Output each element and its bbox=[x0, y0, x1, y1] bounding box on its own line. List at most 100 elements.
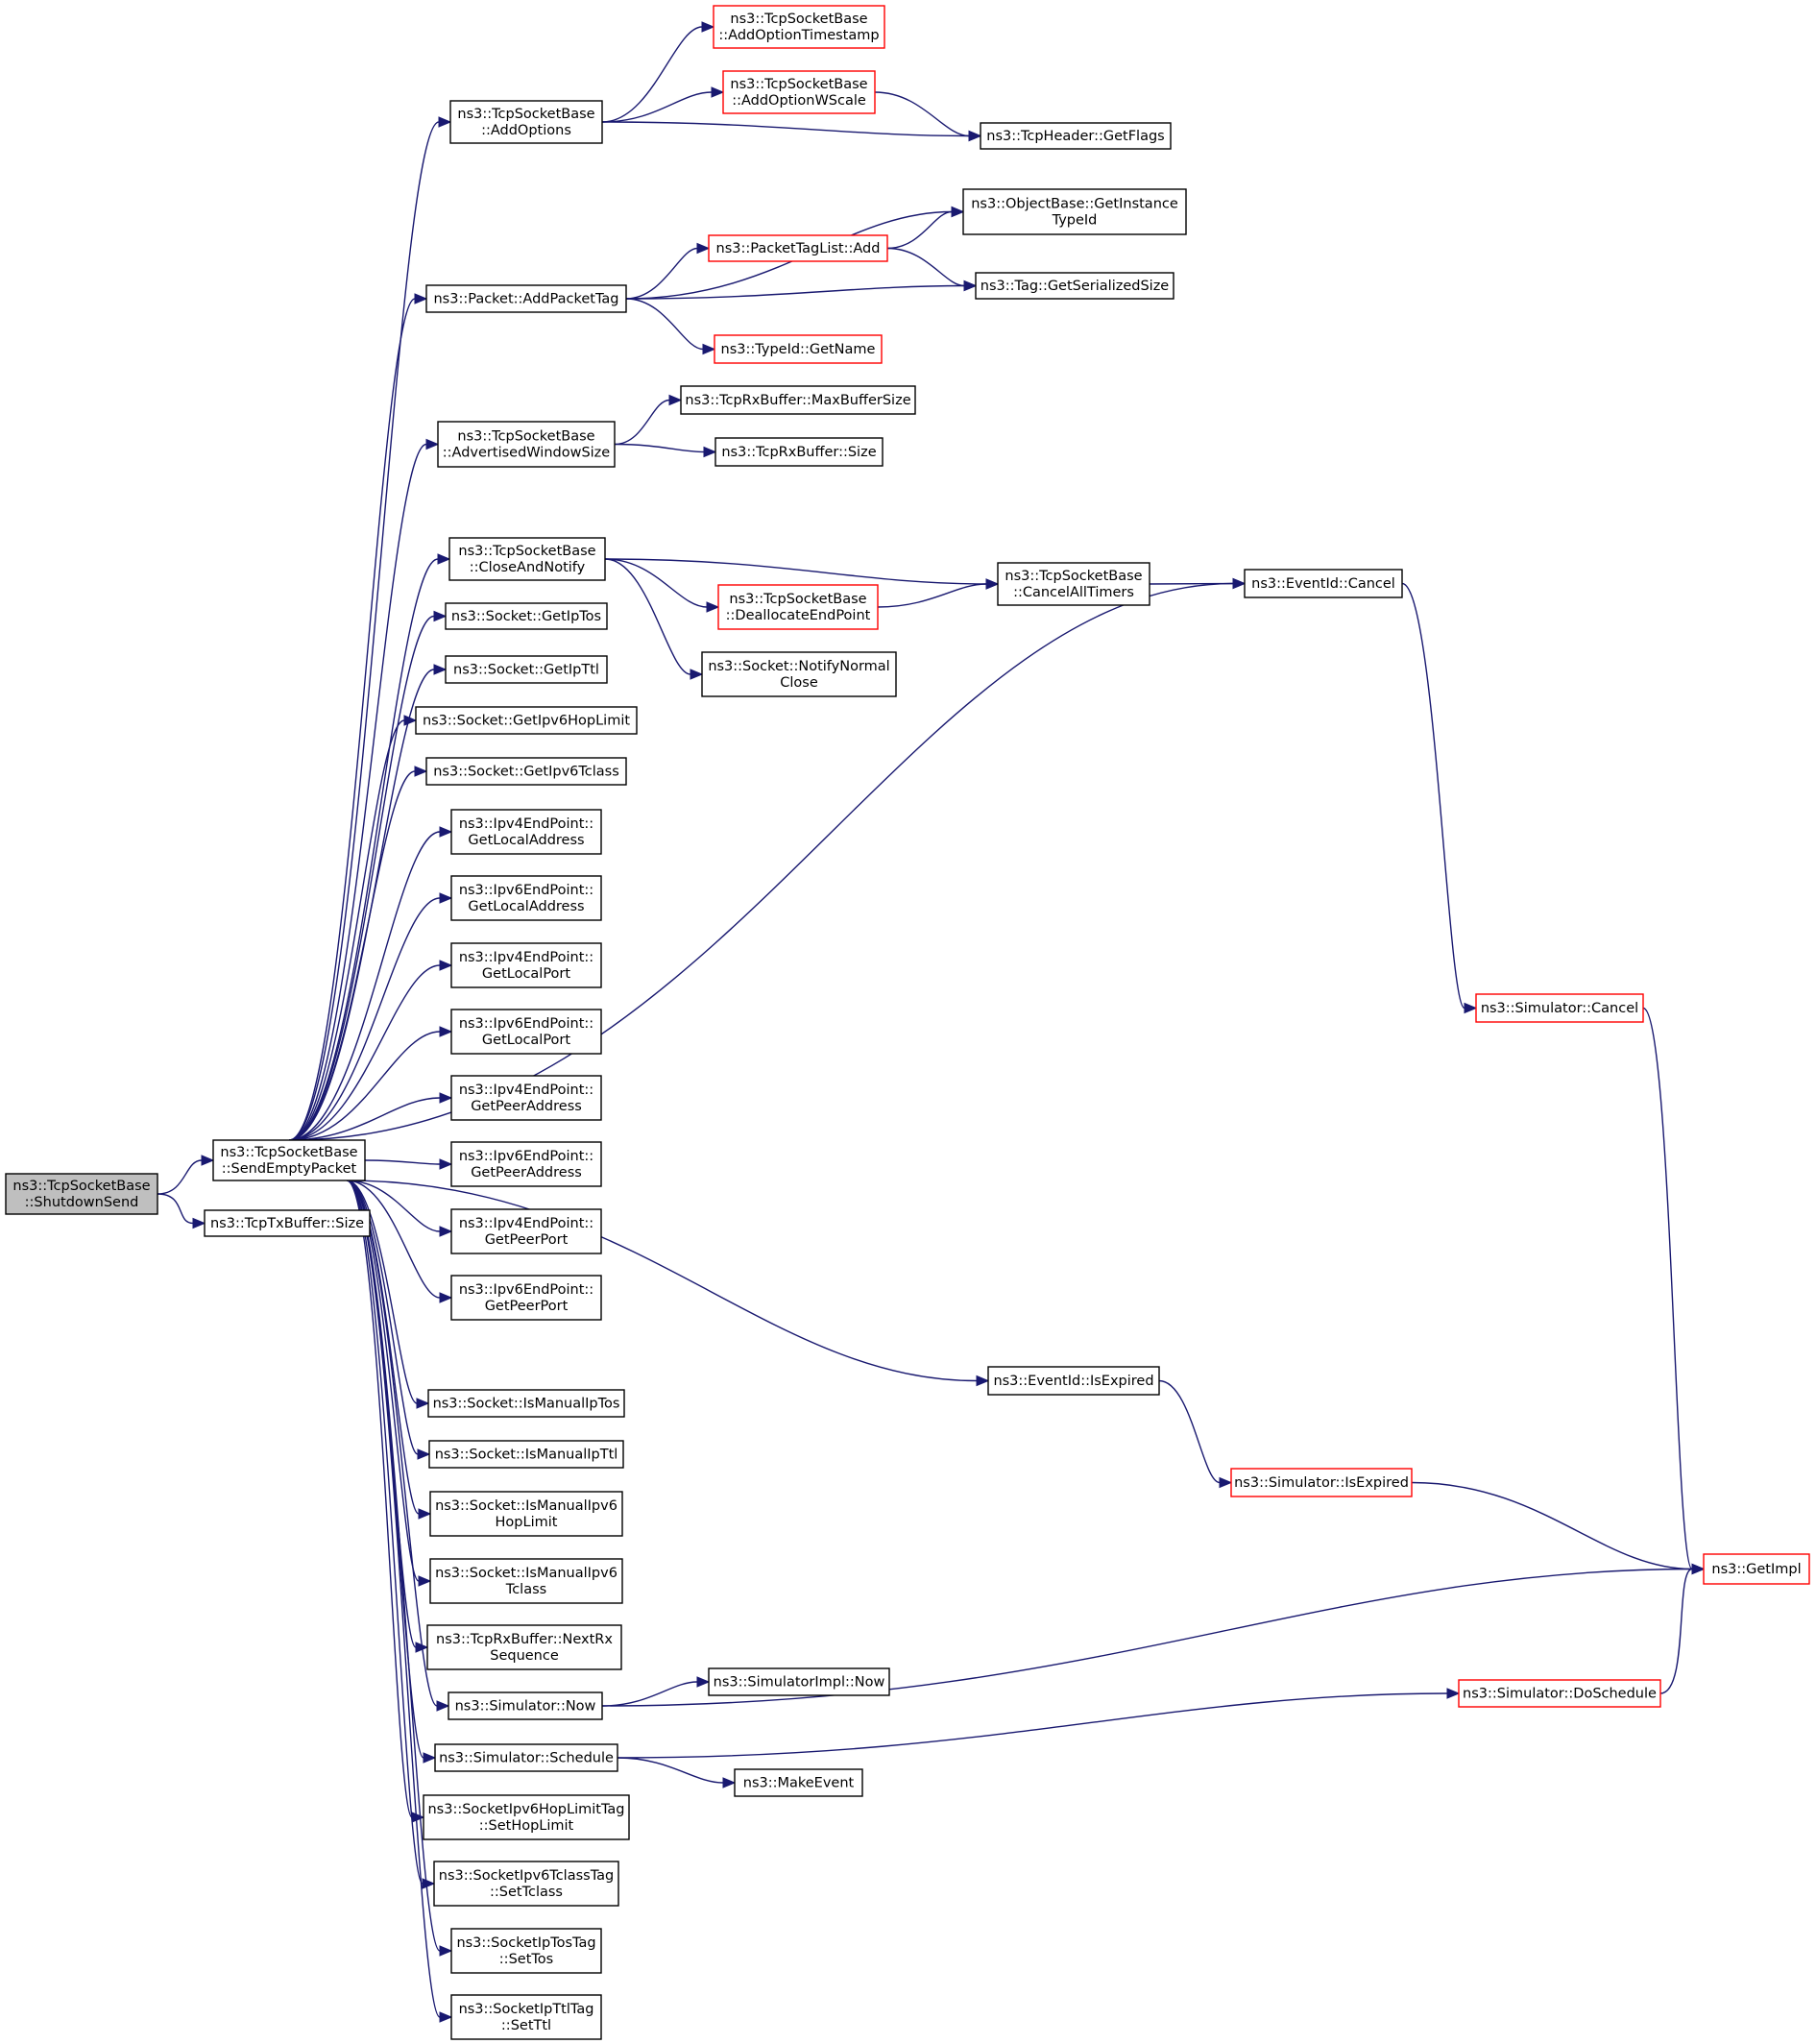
node-get-flags[interactable]: ns3::TcpHeader::GetFlags bbox=[980, 122, 1172, 150]
node-ipv6-get-local-port[interactable]: ns3::Ipv6EndPoint::GetLocalPort bbox=[450, 1009, 602, 1055]
node-set-ttl[interactable]: ns3::SocketIpTtlTag::SetTtl bbox=[450, 1994, 602, 2040]
node-box bbox=[1230, 1468, 1413, 1497]
node-label-line: Tclass bbox=[505, 1582, 546, 1597]
node-box bbox=[445, 602, 608, 630]
node-cancel-all-timers[interactable]: ns3::TcpSocketBase::CancelAllTimers bbox=[997, 562, 1150, 606]
node-simulator-cancel[interactable]: ns3::Simulator::Cancel bbox=[1475, 993, 1644, 1023]
node-ipv4-get-local-port[interactable]: ns3::Ipv4EndPoint::GetLocalPort bbox=[450, 942, 602, 988]
node-packet-tag-list-add[interactable]: ns3::PacketTagList::Add bbox=[708, 234, 888, 262]
node-ipv4-get-peer-address[interactable]: ns3::Ipv4EndPoint::GetPeerAddress bbox=[450, 1075, 602, 1121]
node-label-line: ns3::TcpTxBuffer::Size bbox=[210, 1216, 364, 1231]
node-box bbox=[415, 706, 638, 735]
node-label-line: ns3::TcpSocketBase bbox=[1005, 569, 1142, 584]
node-box bbox=[434, 1743, 618, 1772]
node-tx-size[interactable]: ns3::TcpTxBuffer::Size bbox=[204, 1209, 371, 1237]
node-label-line: ns3::Simulator::DoSchedule bbox=[1463, 1687, 1657, 1702]
node-get-impl[interactable]: ns3::GetImpl bbox=[1703, 1553, 1810, 1585]
call-edge-send-empty-packet-to-advertised-window-size bbox=[288, 438, 440, 1141]
edge-arrowhead bbox=[438, 116, 452, 128]
node-make-event[interactable]: ns3::MakeEvent bbox=[734, 1768, 863, 1797]
node-ipv6-get-peer-port[interactable]: ns3::Ipv6EndPoint::GetPeerPort bbox=[450, 1275, 602, 1321]
edge-arrowhead bbox=[425, 438, 440, 450]
edge-line bbox=[288, 121, 440, 1141]
node-is-manual-ip-ttl[interactable]: ns3::Socket::IsManualIpTtl bbox=[428, 1440, 624, 1469]
node-box bbox=[713, 5, 885, 49]
node-box bbox=[450, 1994, 602, 2040]
node-label-line: ns3::TcpHeader::GetFlags bbox=[986, 129, 1164, 144]
node-advertised-window-size[interactable]: ns3::TcpSocketBase::AdvertisedWindowSize bbox=[437, 421, 616, 468]
call-edge-send-empty-packet-to-ipv4-get-local-port bbox=[288, 960, 453, 1141]
node-add-option-wscale[interactable]: ns3::TcpSocketBase::AddOptionWScale bbox=[722, 70, 876, 114]
node-label-line: ns3::EventId::IsExpired bbox=[993, 1374, 1153, 1389]
call-edge-send-empty-packet-to-set-tclass bbox=[346, 1180, 436, 1889]
node-box bbox=[722, 70, 876, 114]
edge-line bbox=[601, 121, 970, 137]
edge-line bbox=[886, 247, 965, 287]
node-simulator-schedule[interactable]: ns3::Simulator::Schedule bbox=[434, 1743, 618, 1772]
node-label-line: GetPeerPort bbox=[485, 1232, 569, 1248]
node-label-line: ::SetHopLimit bbox=[479, 1818, 574, 1834]
edge-line bbox=[604, 558, 708, 608]
edge-arrowhead bbox=[411, 1812, 425, 1823]
node-send-empty-packet[interactable]: ns3::TcpSocketBase::SendEmptyPacket bbox=[212, 1139, 366, 1181]
call-edge-add-option-wscale-to-get-flags bbox=[874, 91, 982, 142]
node-ipv6-get-local-address[interactable]: ns3::Ipv6EndPoint::GetLocalAddress bbox=[450, 875, 602, 921]
node-box bbox=[714, 437, 884, 467]
call-edge-simulator-is-expired-to-get-impl bbox=[1411, 1481, 1706, 1575]
node-set-tos[interactable]: ns3::SocketIpTosTag::SetTos bbox=[450, 1928, 602, 1974]
edge-arrowhead bbox=[414, 766, 428, 777]
edge-arrowhead bbox=[1446, 1688, 1461, 1699]
node-add-options[interactable]: ns3::TcpSocketBase::AddOptions bbox=[449, 100, 603, 144]
node-get-ip-ttl[interactable]: ns3::Socket::GetIpTtl bbox=[445, 655, 608, 684]
node-simulator-impl-now[interactable]: ns3::SimulatorImpl::Now bbox=[708, 1667, 890, 1696]
node-box bbox=[1703, 1553, 1810, 1585]
node-tag-get-serialized-size[interactable]: ns3::Tag::GetSerializedSize bbox=[975, 272, 1174, 300]
edge-line bbox=[1411, 1481, 1693, 1570]
node-rx-size[interactable]: ns3::TcpRxBuffer::Size bbox=[714, 437, 884, 467]
node-add-option-timestamp[interactable]: ns3::TcpSocketBase::AddOptionTimestamp bbox=[713, 5, 885, 49]
node-get-ipv6-tclass[interactable]: ns3::Socket::GetIpv6Tclass bbox=[425, 757, 627, 786]
call-edge-send-empty-packet-to-add-packet-tag bbox=[288, 293, 428, 1141]
node-event-id-is-expired[interactable]: ns3::EventId::IsExpired bbox=[987, 1366, 1160, 1396]
call-edge-do-schedule-to-get-impl bbox=[1659, 1563, 1706, 1694]
edge-line bbox=[625, 284, 965, 300]
node-ipv6-get-peer-address[interactable]: ns3::Ipv6EndPoint::GetPeerAddress bbox=[450, 1141, 602, 1187]
node-label-line: ns3::Packet::AddPacketTag bbox=[433, 292, 618, 307]
node-label-line: ns3::Socket::GetIpv6Tclass bbox=[433, 765, 619, 780]
node-box bbox=[1244, 569, 1403, 598]
node-max-buffer-size[interactable]: ns3::TcpRxBuffer::MaxBufferSize bbox=[680, 385, 916, 415]
edge-arrowhead bbox=[416, 1398, 430, 1409]
call-edge-send-empty-packet-to-is-manual-ipv6-tclass bbox=[346, 1180, 432, 1587]
node-label-line: GetLocalPort bbox=[482, 1033, 570, 1048]
call-edge-send-empty-packet-to-ipv6-get-peer-port bbox=[346, 1180, 453, 1303]
call-edge-deallocate-end-point-to-cancel-all-timers bbox=[877, 578, 1000, 608]
node-label-line: ns3::Simulator::Schedule bbox=[439, 1751, 614, 1766]
edge-arrowhead bbox=[192, 1217, 206, 1229]
node-get-ip-tos[interactable]: ns3::Socket::GetIpTos bbox=[445, 602, 608, 630]
node-ipv4-get-peer-port[interactable]: ns3::Ipv4EndPoint::GetPeerPort bbox=[450, 1208, 602, 1254]
node-type-id-get-name[interactable]: ns3::TypeId::GetName bbox=[714, 334, 883, 364]
node-add-packet-tag[interactable]: ns3::Packet::AddPacketTag bbox=[425, 284, 627, 313]
node-ipv4-get-local-address[interactable]: ns3::Ipv4EndPoint::GetLocalAddress bbox=[450, 809, 602, 855]
node-simulator-now[interactable]: ns3::Simulator::Now bbox=[448, 1691, 603, 1720]
node-event-id-cancel[interactable]: ns3::EventId::Cancel bbox=[1244, 569, 1403, 598]
node-simulator-is-expired[interactable]: ns3::Simulator::IsExpired bbox=[1230, 1468, 1413, 1497]
node-is-manual-ip-tos[interactable]: ns3::Socket::IsManualIpTos bbox=[427, 1389, 625, 1418]
edge-arrowhead bbox=[439, 826, 453, 838]
node-get-ipv6-hop-limit[interactable]: ns3::Socket::GetIpv6HopLimit bbox=[415, 706, 638, 735]
node-deallocate-end-point[interactable]: ns3::TcpSocketBase::DeallocateEndPoint bbox=[717, 584, 879, 630]
node-set-tclass[interactable]: ns3::SocketIpv6TclassTag::SetTclass bbox=[433, 1861, 619, 1907]
node-close-and-notify[interactable]: ns3::TcpSocketBase::CloseAndNotify bbox=[448, 537, 606, 581]
edge-arrowhead bbox=[422, 1878, 436, 1889]
edge-arrowhead bbox=[436, 1700, 450, 1712]
node-label-line: ns3::TcpSocketBase bbox=[457, 429, 594, 445]
node-box bbox=[708, 1667, 890, 1696]
node-label-line: ns3::Simulator::Cancel bbox=[1481, 1001, 1638, 1016]
node-set-hop-limit[interactable]: ns3::SocketIpv6HopLimitTag::SetHopLimit bbox=[423, 1794, 630, 1840]
node-do-schedule[interactable]: ns3::Simulator::DoSchedule bbox=[1458, 1679, 1661, 1708]
